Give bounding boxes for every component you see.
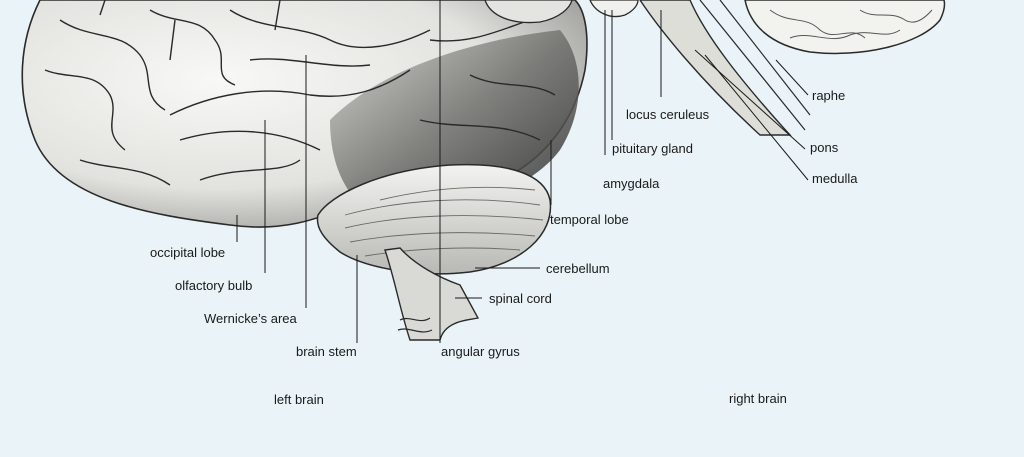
left-brain-stem	[384, 247, 480, 341]
label-locus-ceruleus: locus ceruleus	[626, 107, 710, 122]
label-spinal-cord: spinal cord	[489, 291, 552, 306]
label-left-brain: left brain	[274, 392, 324, 407]
left-cerebellum	[316, 163, 552, 275]
leader-lines	[236, 0, 809, 343]
label-occipital-lobe: occipital lobe	[150, 245, 226, 260]
label-medulla: medulla	[812, 171, 858, 186]
label-angular-gyrus: angular gyrus	[441, 344, 520, 359]
label-pituitary-gland: pituitary gland	[612, 141, 693, 156]
label-pons: pons	[810, 140, 839, 155]
gyri-lines	[44, 0, 556, 186]
label-cerebellum: cerebellum	[546, 261, 610, 276]
label-raphe: raphe	[812, 88, 846, 103]
label-temporal-lobe: temporal lobe	[550, 212, 629, 227]
label-right-brain: right brain	[729, 391, 787, 406]
label-amygdala: amygdala	[603, 176, 660, 191]
label-olfactory-bulb: olfactory bulb	[175, 278, 253, 293]
label-wernickes-area: Wernicke’s area	[204, 311, 297, 326]
label-brain-stem: brain stem	[296, 344, 357, 359]
